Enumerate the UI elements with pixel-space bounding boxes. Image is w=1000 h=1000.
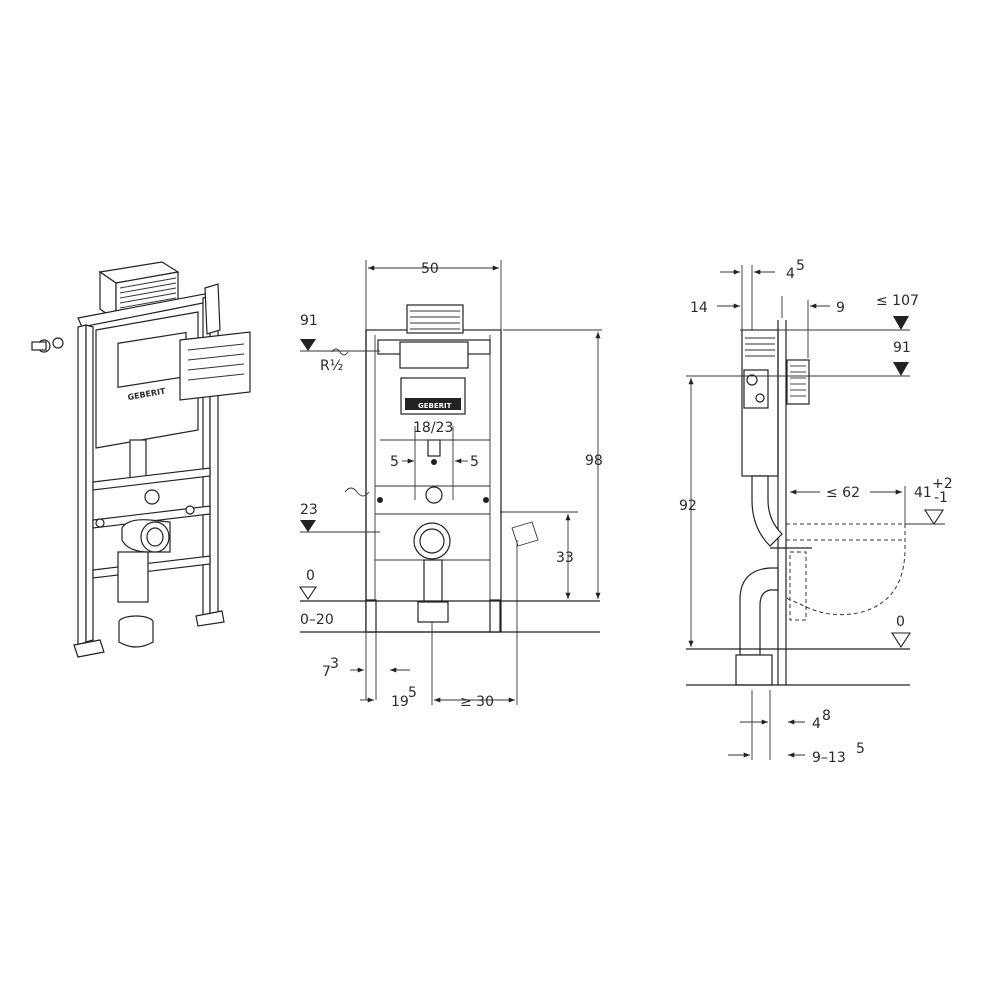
front-floor-range-label: 0–20: [300, 612, 334, 628]
side-top-offset-sup: 5: [796, 258, 805, 274]
front-center-dim-base: 19: [391, 694, 409, 710]
side-bowl-projection-label: ≤ 62: [826, 485, 860, 501]
side-inlet-height-label: 91: [893, 340, 911, 356]
side-wall-range-sup: 5: [856, 741, 865, 757]
front-inlet-thread-label: R½: [320, 358, 343, 374]
front-floor-level-label: 0: [306, 568, 315, 584]
front-outlet-height-label: 33: [556, 550, 574, 566]
front-width-label: 50: [421, 261, 439, 277]
front-inlet-height-label: 91: [300, 313, 318, 329]
side-max-height-label: ≤ 107: [876, 293, 919, 309]
side-top-offset-base: 4: [786, 266, 795, 282]
side-pipe-offset-base: 4: [812, 716, 821, 732]
front-edge-dim-sup: 3: [330, 656, 339, 672]
front-right-offset-label: 5: [470, 454, 479, 470]
front-bolt-height-label: 23: [300, 502, 318, 518]
side-seat-tol-minus: -1: [934, 490, 948, 506]
front-height-label: 98: [585, 453, 603, 469]
isometric-frame-view: GEBERIT: [31, 261, 251, 658]
side-elevation-view: 4 5 14 9 ≤ 107 91 92 ≤ 62 41 +2 -1 0: [679, 258, 953, 766]
front-min-side-label: ≥ 30: [460, 694, 494, 710]
side-wall-range-base: 9–13: [812, 750, 846, 766]
front-center-dim-sup: 5: [408, 685, 417, 701]
front-edge-dim-base: 7: [322, 664, 331, 680]
svg-text:GEBERIT: GEBERIT: [418, 402, 452, 410]
side-floor-level-label: 0: [896, 614, 905, 630]
side-depth-label: 14: [690, 300, 708, 316]
side-total-height-label: 92: [679, 498, 697, 514]
front-flush-spacing-label: 18/23: [413, 420, 453, 436]
side-seat-height-base: 41: [914, 485, 932, 501]
front-elevation-view: GEBERIT 50 98: [298, 260, 603, 710]
front-left-offset-label: 5: [390, 454, 399, 470]
side-seat-tol-plus: +2: [932, 476, 953, 492]
side-rear-gap-label: 9: [836, 300, 845, 316]
side-pipe-offset-sup: 8: [822, 708, 831, 724]
